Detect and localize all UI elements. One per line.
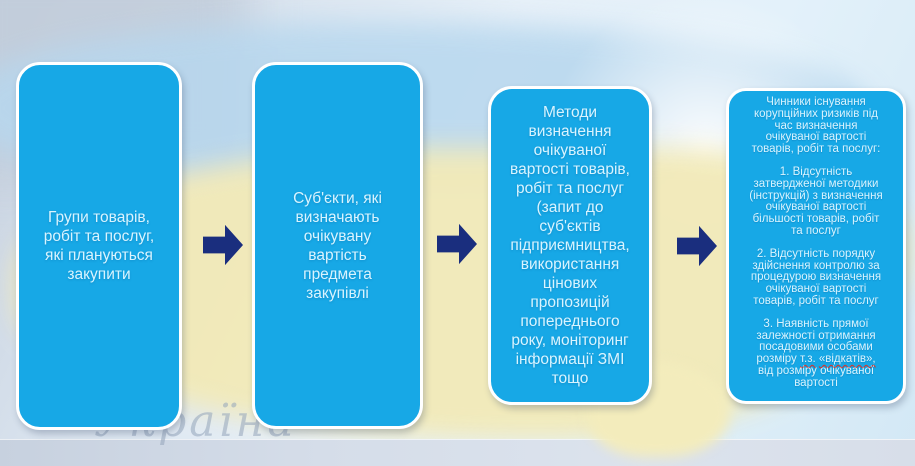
risks-item-3-term-tz: т.з. [800,353,816,366]
risks-item-3: 3. Наявність прямої залежності отримання… [732,317,900,390]
flow-box-goods-groups-text: Групи товарів, робіт та послуг, які план… [43,209,155,283]
flow-box-subjects: Суб'єкти, які визначають очікувану варті… [252,62,423,429]
risks-item-3-suffix: від розміру очікуваної вартості [757,364,875,389]
bottom-band [0,439,915,466]
flow-box-methods: Методи визначення очікуваної вартості то… [488,86,652,405]
risks-item-3-prefix: 3. Наявність прямої залежності отримання… [756,317,876,366]
flow-box-subjects-text: Суб'єкти, які визначають очікувану варті… [293,189,382,302]
risks-item-2: 2. Відсутність порядку здійснення контро… [750,247,882,307]
flow-box-goods-groups: Групи товарів, робіт та послуг, які план… [16,62,182,430]
risks-heading: Чинники існування корупційних ризиків пі… [751,96,881,156]
risks-item-1: 1. Відсутність затвердженої методики (ін… [749,165,883,237]
flow-box-methods-text: Методи визначення очікуваної вартості то… [510,104,630,387]
risks-item-3-term-vidkativ: «відкатів», [818,353,876,366]
flow-box-corruption-risks: Чинники існування корупційних ризиків пі… [726,88,906,404]
